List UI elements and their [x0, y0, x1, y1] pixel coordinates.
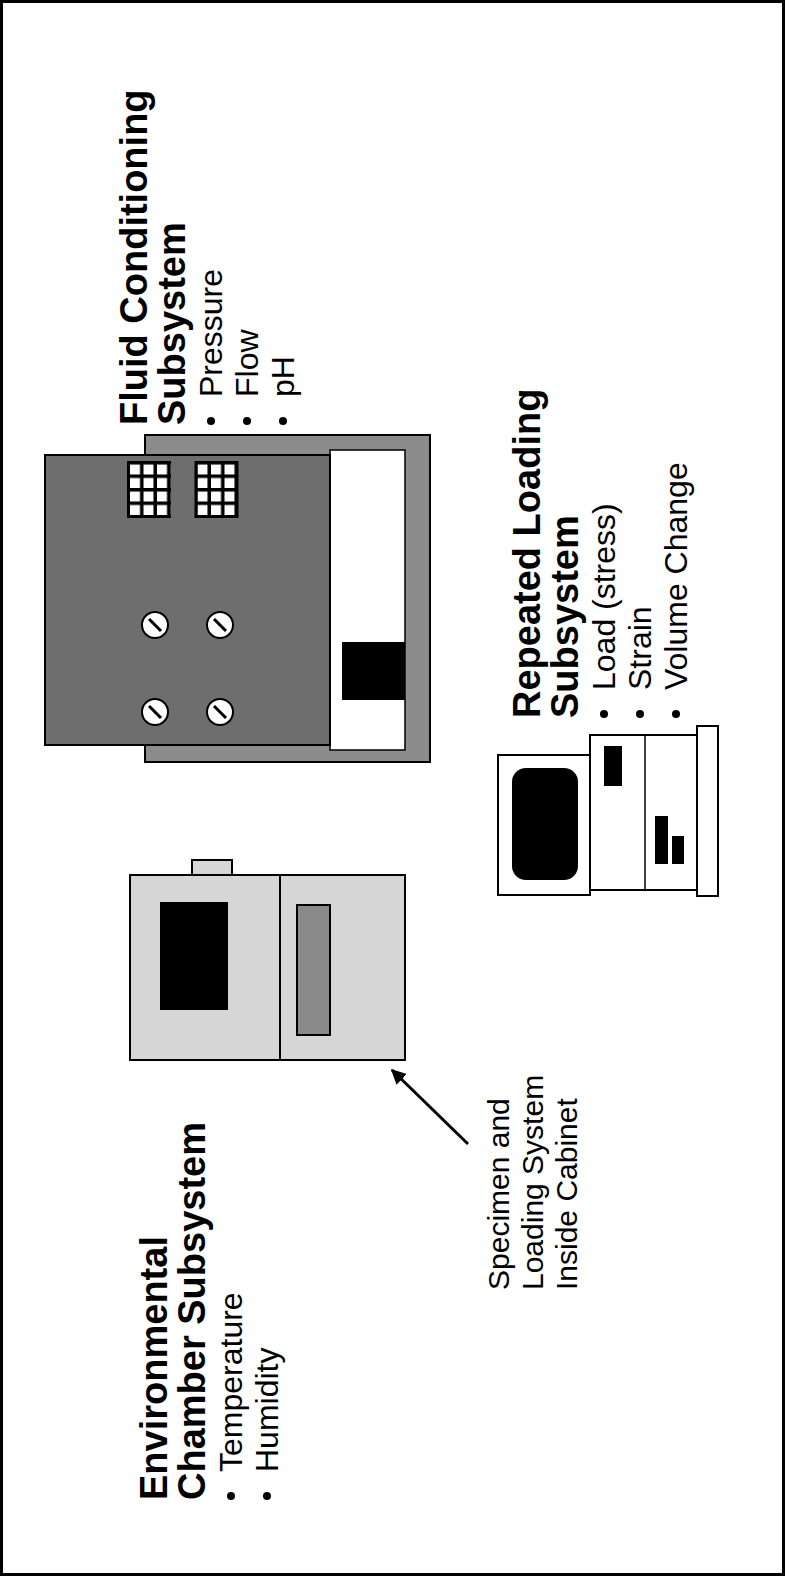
bullet-dot	[243, 417, 251, 425]
bullet-text: pH	[265, 356, 301, 397]
environmental-chamber	[130, 860, 405, 1060]
monitor	[498, 755, 590, 895]
chamber-window	[160, 902, 228, 1010]
bullet-dot	[207, 417, 215, 425]
bullet-text: Strain	[622, 606, 658, 690]
chamber-upper	[130, 875, 280, 1060]
bullet-dot	[636, 710, 644, 718]
subsystem-node: Repeated Loading SubsystemLoad (stress)S…	[498, 726, 718, 896]
drive-bar	[655, 816, 668, 864]
monitor-screen	[512, 768, 578, 880]
chamber-handle	[297, 905, 330, 1035]
subsystem-text: Fluid Conditioning SubsystemPressureFlow…	[115, 36, 301, 425]
bullet-item: Temperature	[213, 1104, 249, 1500]
bullet-dot	[600, 710, 608, 718]
bullet-item: Humidity	[249, 1104, 285, 1500]
drive-slot	[604, 746, 622, 786]
cabinet-block	[342, 642, 405, 700]
subsystem-heading: Environmental Chamber Subsystem	[135, 1104, 211, 1500]
subsystem-node: Environmental Chamber SubsystemTemperatu…	[130, 875, 405, 1060]
bullet-item: Volume Change	[658, 333, 694, 718]
subsystem-heading: Fluid Conditioning Subsystem	[115, 36, 191, 425]
bullet-item: Strain	[622, 333, 658, 718]
bullet-text: Flow	[229, 329, 265, 397]
bullet-dot	[279, 417, 287, 425]
bullet-dot	[263, 1492, 271, 1500]
fluid-cabinet	[45, 435, 430, 762]
bullet-item: Pressure	[193, 36, 229, 425]
knobs	[142, 612, 233, 725]
bullet-item: Flow	[229, 36, 265, 425]
subsystem-heading: Repeated Loading Subsystem	[508, 333, 584, 718]
bullet-text: Volume Change	[658, 462, 694, 690]
computer	[498, 726, 718, 896]
bullet-text: Humidity	[249, 1348, 285, 1472]
cabinet-opening	[330, 450, 405, 750]
keyboard	[697, 726, 718, 896]
bullet-dot	[672, 710, 680, 718]
chamber-tab	[192, 860, 232, 875]
subsystem-node: Fluid Conditioning SubsystemPressureFlow…	[45, 435, 430, 762]
bullet-text: Pressure	[193, 269, 229, 397]
computer-unit	[590, 735, 697, 890]
subsystem-text: Environmental Chamber SubsystemTemperatu…	[135, 1104, 285, 1500]
leader-arrow	[392, 1070, 468, 1144]
drive-bar	[672, 836, 684, 864]
bullet-text: Temperature	[213, 1292, 249, 1472]
bullet-item: pH	[265, 36, 301, 425]
bullet-dot	[227, 1492, 235, 1500]
callout-label: Specimen and Loading System Inside Cabin…	[482, 1040, 584, 1290]
control-panel	[45, 455, 330, 745]
bullet-text: Load (stress)	[586, 503, 622, 690]
bullet-item: Load (stress)	[586, 333, 622, 718]
displays	[127, 461, 239, 518]
subsystem-text: Repeated Loading SubsystemLoad (stress)S…	[508, 333, 694, 718]
chamber-lower	[280, 875, 405, 1060]
